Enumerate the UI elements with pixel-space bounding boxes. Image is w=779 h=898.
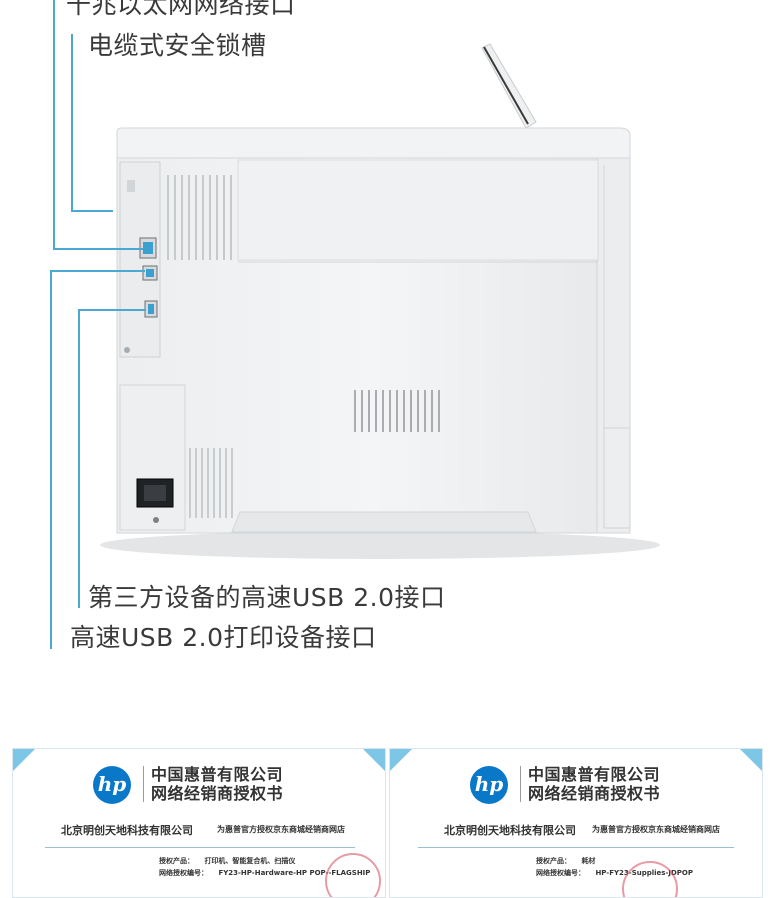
cert-product-value: 打印机、智能复合机、扫描仪	[204, 857, 296, 865]
callout-line-ethernet-v	[53, 0, 55, 250]
cert-product-label: 授权产品：	[536, 857, 571, 865]
cert-corner-left	[390, 749, 412, 771]
cert-product-row: 授权产品： 耗材	[536, 856, 595, 866]
callout-usb-print: 高速USB 2.0打印设备接口	[70, 623, 377, 652]
cert-title-divider	[520, 766, 521, 802]
vent-lower-left	[189, 448, 233, 518]
callout-line-usb-print-h	[50, 270, 145, 272]
vent-center	[354, 390, 440, 432]
cert-company: 北京明创天地科技有限公司	[444, 824, 576, 837]
hp-logo-icon: hp	[93, 766, 131, 804]
cert-company: 北京明创天地科技有限公司	[61, 824, 193, 837]
cert-product-label: 授权产品：	[159, 857, 194, 865]
io-panel	[119, 161, 161, 358]
cert-code-row: 网络授权编号： FY23-HP-Hardware-HP POP--FLAGSHI…	[159, 868, 370, 878]
usb-host-port	[142, 265, 158, 281]
cert-description: 为惠普官方授权京东商城经销商网店	[217, 825, 345, 834]
cert-title: 中国惠普有限公司 网络经销商授权书	[151, 765, 283, 803]
printer-top	[116, 127, 631, 161]
callout-third-party-usb: 第三方设备的高速USB 2.0接口	[88, 583, 446, 612]
rear-door	[237, 159, 599, 261]
power-inlet	[136, 478, 174, 508]
cert-divider-line	[45, 847, 355, 848]
vent-upper	[167, 175, 232, 260]
cert-title-line1: 中国惠普有限公司	[528, 765, 661, 784]
cert-title-divider	[143, 766, 144, 802]
cert-corner-right	[740, 749, 762, 771]
cert-corner-left	[13, 749, 35, 771]
callout-line-ethernet-h	[53, 248, 143, 250]
cert-corner-right	[363, 749, 385, 771]
callout-line-cable-lock-h	[71, 210, 113, 212]
callout-line-usb-host-h	[78, 309, 146, 311]
cert-title-line2: 网络经销商授权书	[528, 784, 661, 803]
cert-title-line1: 中国惠普有限公司	[151, 765, 284, 784]
seal-stamp	[325, 853, 381, 897]
seal-stamp	[622, 861, 678, 897]
usb-device-port	[144, 300, 158, 318]
cert-product-row: 授权产品： 打印机、智能复合机、扫描仪	[159, 856, 295, 866]
callout-cable-lock: 电缆式安全锁槽	[88, 31, 267, 60]
cert-divider-line	[418, 847, 734, 848]
printer-rear-view-image	[100, 43, 660, 559]
cert-description: 为惠普官方授权京东商城经销商网店	[592, 825, 720, 834]
cert-product-value: 耗材	[581, 857, 596, 865]
authorization-certificate-supplies: hp 中国惠普有限公司 网络经销商授权书 北京明创天地科技有限公司 为惠普官方授…	[389, 748, 763, 898]
callout-line-usb-host-v	[78, 310, 80, 608]
cert-code-label: 网络授权编号：	[159, 869, 208, 877]
cert-code-value: FY23-HP-Hardware-HP POP--FLAGSHIP	[218, 869, 371, 877]
authorization-certificate-hardware: hp 中国惠普有限公司 网络经销商授权书 北京明创天地科技有限公司 为惠普官方授…	[12, 748, 386, 898]
callout-line-cable-lock-v	[71, 34, 73, 212]
cert-title: 中国惠普有限公司 网络经销商授权书	[528, 765, 660, 803]
cert-title-line2: 网络经销商授权书	[151, 784, 284, 803]
cert-code-label: 网络授权编号：	[536, 869, 585, 877]
callout-line-usb-print-v	[50, 271, 52, 649]
floor-shadow	[100, 531, 660, 559]
hp-logo-icon: hp	[470, 766, 508, 804]
callout-gigabit-ethernet: 千兆以太网网络接口	[66, 0, 296, 19]
output-tray-arm	[481, 43, 537, 129]
